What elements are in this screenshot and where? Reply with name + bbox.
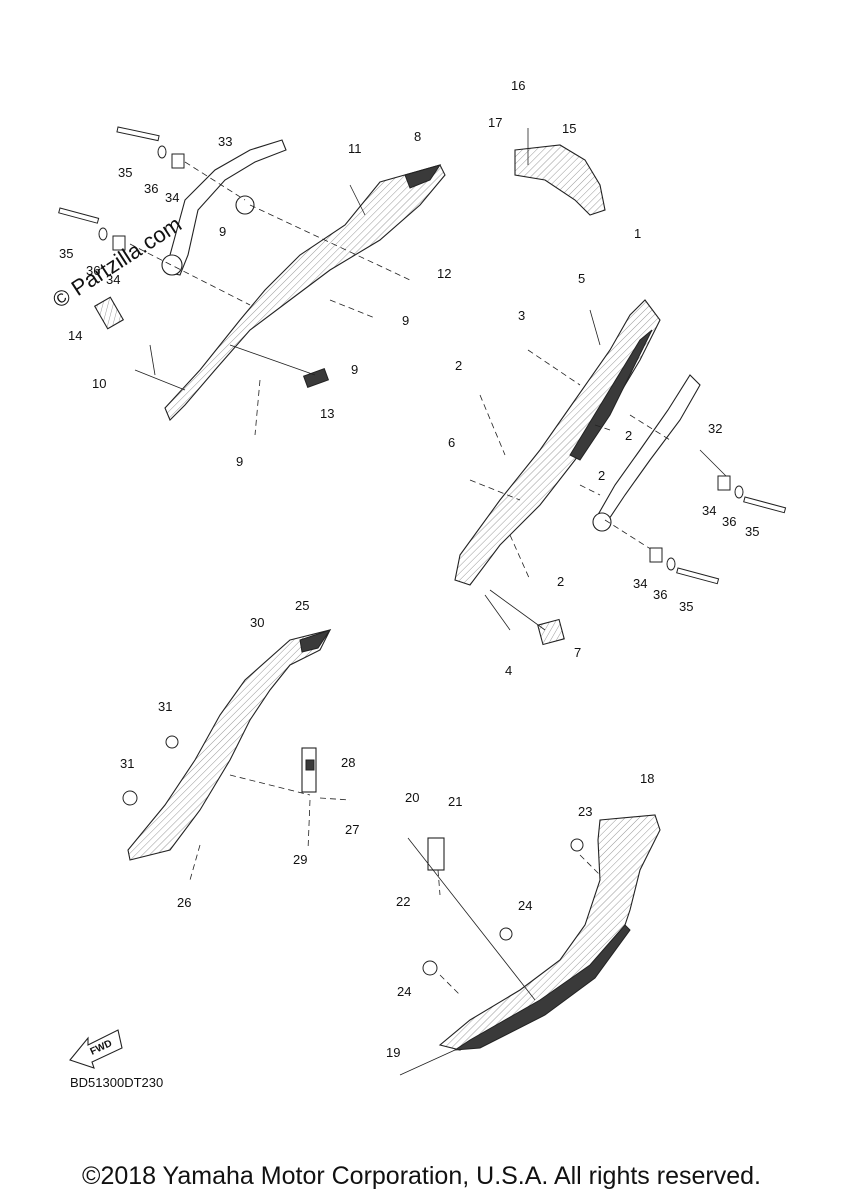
- callout-29: 29: [293, 852, 307, 867]
- right-stay-assembly: [454, 299, 731, 646]
- part-28-bracket-slot: [305, 759, 315, 771]
- callout-6: 6: [448, 435, 455, 450]
- callout-36: 36: [722, 514, 736, 529]
- under-cowl-assembly: [399, 814, 661, 1076]
- part-31a-grommet: [165, 735, 179, 749]
- callout-34: 34: [106, 272, 120, 287]
- part-34a-collar: [171, 153, 185, 169]
- part-33-mount-boss: [161, 254, 183, 276]
- callout-10: 10: [92, 376, 106, 391]
- part-34d-collar: [649, 547, 663, 563]
- part-1-stay-edge: [569, 329, 653, 461]
- part-18-cowl-edge: [453, 924, 631, 1051]
- callout-26: 26: [177, 895, 191, 910]
- callout-3: 3: [518, 308, 525, 323]
- part-25-cover-edge: [299, 629, 332, 653]
- callout-2: 2: [598, 468, 605, 483]
- callout-14: 14: [68, 328, 82, 343]
- callout-21: 21: [448, 794, 462, 809]
- callout-35: 35: [745, 524, 759, 539]
- callout-36: 36: [144, 181, 158, 196]
- callout-20: 20: [405, 790, 419, 805]
- part-36b-washer: [98, 227, 108, 241]
- part-34b-collar: [112, 235, 126, 251]
- callout-34: 34: [165, 190, 179, 205]
- callout-31: 31: [120, 756, 134, 771]
- part-34c-collar: [717, 475, 731, 491]
- part-36a-washer: [157, 145, 167, 159]
- callout-17: 17: [488, 115, 502, 130]
- part-36d-washer: [666, 557, 676, 571]
- callout-2: 2: [625, 428, 632, 443]
- callout-7: 7: [574, 645, 581, 660]
- callout-4: 4: [505, 663, 512, 678]
- side-cover-assembly: [122, 629, 351, 881]
- copyright-notice: ©2018 Yamaha Motor Corporation, U.S.A. A…: [82, 1162, 761, 1190]
- part-31b-grommet: [122, 790, 138, 806]
- part-24a-grommet: [499, 927, 513, 941]
- part-15-body: [514, 144, 606, 216]
- part-35c-bolt: [743, 496, 787, 514]
- callout-28: 28: [341, 755, 355, 770]
- callout-23: 23: [578, 804, 592, 819]
- part-14-pad: [93, 296, 125, 330]
- fwd-arrow: FWD: [69, 1029, 123, 1069]
- part-7-pad: [537, 618, 565, 646]
- part-32-boss: [592, 512, 612, 532]
- callout-9: 9: [219, 224, 226, 239]
- part-13-clip: [302, 367, 330, 389]
- callout-24: 24: [397, 984, 411, 999]
- callout-11: 11: [348, 141, 362, 156]
- callout-24: 24: [518, 898, 532, 913]
- part-35d-bolt: [676, 567, 720, 585]
- callout-31: 31: [158, 699, 172, 714]
- part-24b-grommet: [422, 960, 438, 976]
- callout-2: 2: [557, 574, 564, 589]
- callout-19: 19: [386, 1045, 400, 1060]
- right-fasteners: [649, 475, 787, 585]
- part-15-cover: [514, 128, 606, 216]
- part-8-left-stay: [164, 164, 446, 421]
- part-35a-bolt: [116, 126, 160, 142]
- callout-25: 25: [295, 598, 309, 613]
- callout-9: 9: [236, 454, 243, 469]
- part-23-grommet: [570, 838, 584, 852]
- callout-12: 12: [437, 266, 451, 281]
- callout-15: 15: [562, 121, 576, 136]
- callout-36: 36: [653, 587, 667, 602]
- callout-33: 33: [218, 134, 232, 149]
- callout-36: 36: [86, 263, 100, 278]
- left-stay-assembly: [93, 139, 446, 421]
- callout-9: 9: [402, 313, 409, 328]
- diagram-code: BD51300DT230: [70, 1075, 164, 1090]
- callout-9: 9: [351, 362, 358, 377]
- part-21-bracket: [427, 837, 445, 871]
- callout-18: 18: [640, 771, 654, 786]
- callout-35: 35: [118, 165, 132, 180]
- callout-numbers: 1 2 2 2 2 3 4 5 6 7 8 9 9 9 9 10 11 12 1…: [59, 78, 759, 1060]
- callout-8: 8: [414, 129, 421, 144]
- callout-30: 30: [250, 615, 264, 630]
- callout-35: 35: [59, 246, 73, 261]
- left-fasteners: [58, 126, 411, 436]
- part-8-stay-edge: [404, 164, 442, 189]
- callout-13: 13: [320, 406, 334, 421]
- callout-5: 5: [578, 271, 585, 286]
- callout-27: 27: [345, 822, 359, 837]
- callout-34: 34: [702, 503, 716, 518]
- callout-32: 32: [708, 421, 722, 436]
- part-33-upper-boss: [235, 195, 255, 215]
- part-25-side-cover: [127, 629, 332, 861]
- callout-34: 34: [633, 576, 647, 591]
- part-36c-washer: [734, 485, 744, 499]
- callout-35: 35: [679, 599, 693, 614]
- callout-1: 1: [634, 226, 641, 241]
- callout-16: 16: [511, 78, 525, 93]
- callout-22: 22: [396, 894, 410, 909]
- part-35b-bolt: [58, 207, 100, 224]
- callout-2: 2: [455, 358, 462, 373]
